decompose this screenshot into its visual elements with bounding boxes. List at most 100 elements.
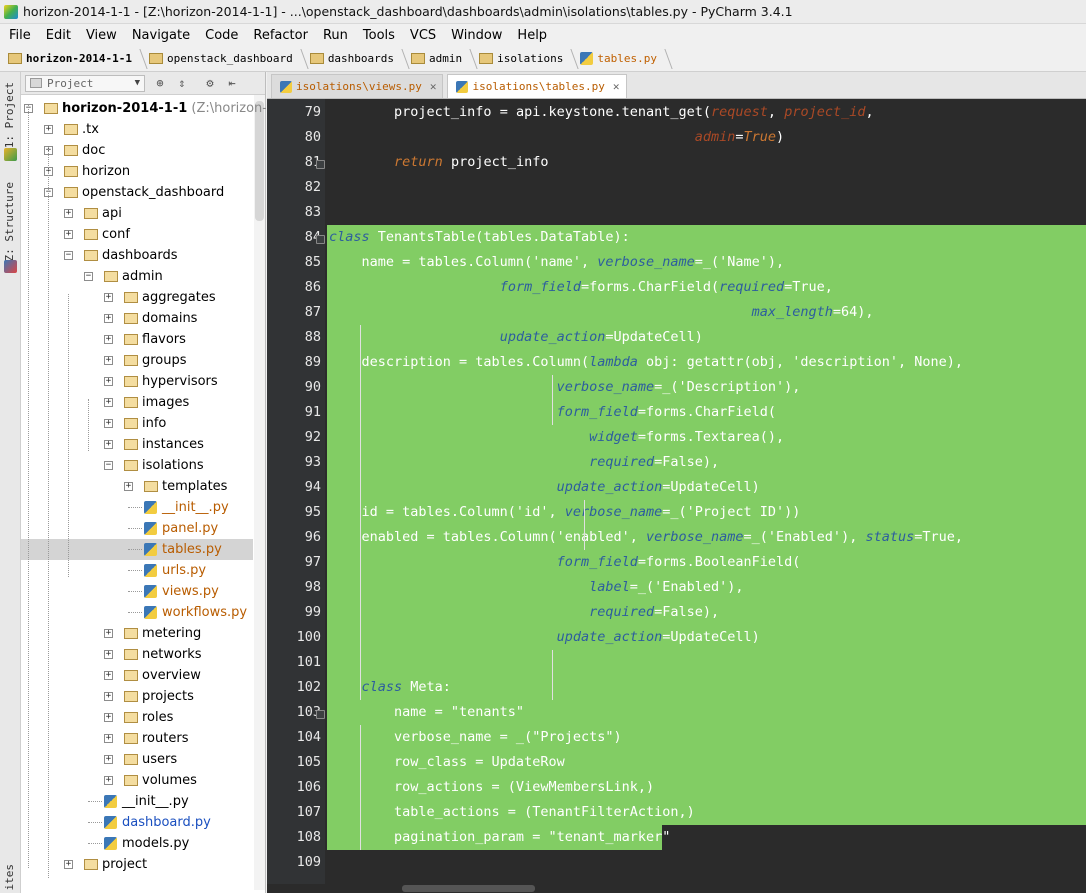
tab-tables-py[interactable]: isolations\tables.py✕ [447,74,627,98]
tree-item-info[interactable]: +info [21,413,253,434]
collapse-icon[interactable]: − [64,250,73,260]
structure-tool-icon[interactable] [4,260,17,273]
tree-item-doc[interactable]: +doc [21,140,253,161]
tree-item-project[interactable]: +project [21,854,253,875]
expand-icon[interactable]: + [104,439,113,449]
expand-icon[interactable]: + [104,292,113,302]
breadcrumb-item-dashboards[interactable]: dashboards [309,46,411,72]
tab-views-py[interactable]: isolations\views.py✕ [271,74,444,98]
expand-icon[interactable]: + [44,124,53,134]
tree-item-urls-py[interactable]: urls.py [21,560,253,581]
editor-horizontal-scrollbar[interactable] [267,884,1086,893]
tree-item-horizon[interactable]: +horizon [21,161,253,182]
tree-item-networks[interactable]: +networks [21,644,253,665]
tab-structure-tool-window[interactable]: Z: Structure [3,182,16,262]
tree-item-admin[interactable]: −admin [21,266,253,287]
menu-run[interactable]: Run [322,27,348,43]
tree-item-tables-py[interactable]: tables.py [21,539,253,560]
expand-icon[interactable]: + [104,670,113,680]
tree-item-templates[interactable]: +templates [21,476,253,497]
expand-icon[interactable]: + [64,859,73,869]
breadcrumb-item-root[interactable]: horizon-2014-1-1 [8,46,149,72]
tree-item-api[interactable]: +api [21,203,253,224]
menu-view[interactable]: View [85,27,117,43]
scroll-from-source-icon[interactable]: ⊕ [156,76,164,90]
expand-icon[interactable]: + [124,481,133,491]
tree-item-openstack-dashboard[interactable]: −openstack_dashboard [21,182,253,203]
tree-item-hypervisors[interactable]: +hypervisors [21,371,253,392]
fold-marker-icon[interactable] [316,235,325,244]
tree-item-users[interactable]: +users [21,749,253,770]
breadcrumb-item-admin[interactable]: admin [411,46,479,72]
menu-vcs[interactable]: VCS [409,27,437,43]
tree-item-init-py-2[interactable]: __init__.py [21,791,253,812]
tab-project-tool-window[interactable]: 1: Project [3,82,16,149]
expand-icon[interactable]: + [104,775,113,785]
tree-item-instances[interactable]: +instances [21,434,253,455]
expand-icon[interactable]: + [104,754,113,764]
expand-icon[interactable]: + [104,418,113,428]
menu-window[interactable]: Window [451,27,503,43]
menu-tools[interactable]: Tools [362,27,395,43]
menu-file[interactable]: File [9,27,31,43]
expand-icon[interactable]: + [104,649,113,659]
fold-marker-icon[interactable] [316,710,325,719]
tree-item-aggregates[interactable]: +aggregates [21,287,253,308]
tree-item-tx[interactable]: +.tx [21,119,253,140]
expand-icon[interactable]: + [104,355,113,365]
tree-item-dashboards[interactable]: −dashboards [21,245,253,266]
project-view-selector[interactable]: Project ▼ [25,74,145,92]
hide-panel-icon[interactable]: ⇤ [228,76,236,90]
folder-icon [144,481,158,492]
close-icon[interactable]: ✕ [612,80,620,93]
project-tool-icon[interactable] [4,148,17,161]
menu-edit[interactable]: Edit [45,27,71,43]
tree-item-dashboard-py[interactable]: dashboard.py [21,812,253,833]
tree-item-metering[interactable]: +metering [21,623,253,644]
expand-icon[interactable]: + [104,733,113,743]
menu-refactor[interactable]: Refactor [253,27,308,43]
gear-icon[interactable]: ⚙ [206,76,214,90]
menu-help[interactable]: Help [517,27,548,43]
tree-item-panel-py[interactable]: panel.py [21,518,253,539]
fold-marker-icon[interactable] [316,160,325,169]
collapse-icon[interactable]: − [104,460,113,470]
expand-icon[interactable]: + [104,313,113,323]
tree-item-init-py[interactable]: __init__.py [21,497,253,518]
tree-item-domains[interactable]: +domains [21,308,253,329]
tree-item-workflows-py[interactable]: workflows.py [21,602,253,623]
tree-item-images[interactable]: +images [21,392,253,413]
expand-icon[interactable]: + [104,628,113,638]
tree-item-views-py[interactable]: views.py [21,581,253,602]
expand-icon[interactable]: + [104,691,113,701]
tree-item-models-py[interactable]: models.py [21,833,253,854]
tree-item-groups[interactable]: +groups [21,350,253,371]
tree-item-roles[interactable]: +roles [21,707,253,728]
collapse-all-icon[interactable]: ⇕ [178,76,186,90]
tree-vertical-scrollbar[interactable] [254,95,265,890]
expand-icon[interactable]: + [104,397,113,407]
tree-item-overview[interactable]: +overview [21,665,253,686]
tree-item-conf[interactable]: +conf [21,224,253,245]
expand-icon[interactable]: + [104,376,113,386]
tab-favorites-tool-window[interactable]: ites [3,864,16,891]
tree-item-volumes[interactable]: +volumes [21,770,253,791]
expand-icon[interactable]: + [64,229,73,239]
breadcrumb-item-openstack-dashboard[interactable]: openstack_dashboard [148,46,310,72]
breadcrumb-item-isolations[interactable]: isolations [479,46,580,72]
tree-item-routers[interactable]: +routers [21,728,253,749]
menu-navigate[interactable]: Navigate [131,27,191,43]
expand-icon[interactable]: + [64,208,73,218]
tree-item-root[interactable]: −horizon-2014-1-1 (Z:\horizon-20 [21,98,266,119]
breadcrumb-item-tables-py[interactable]: tables.py [580,46,674,72]
tree-item-flavors[interactable]: +flavors [21,329,253,350]
collapse-icon[interactable]: − [84,271,93,281]
expand-icon[interactable]: + [104,334,113,344]
tree-item-isolations[interactable]: −isolations [21,455,253,476]
code-area[interactable]: project_info = api.keystone.tenant_get(r… [325,99,1086,893]
expand-icon[interactable]: + [104,712,113,722]
close-icon[interactable]: ✕ [429,80,437,93]
tree-item-projects[interactable]: +projects [21,686,253,707]
menu-code[interactable]: Code [205,27,239,43]
